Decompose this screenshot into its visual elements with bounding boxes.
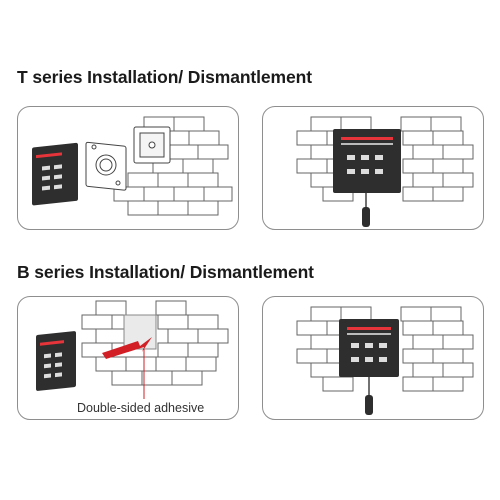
wall-switch-panel-icon [339, 319, 399, 377]
t-series-heading: T series Installation/ Dismantlement [17, 67, 312, 87]
arrow-icon [102, 337, 152, 359]
screwdriver-icon [365, 377, 373, 415]
t-series-installation-panel [17, 106, 239, 230]
brick-wall-icon [296, 306, 474, 415]
double-sided-adhesive-label: Double-sided adhesive [77, 401, 205, 415]
t-series-dismantlement-panel [262, 106, 484, 230]
b-series-dismantlement-panel [262, 296, 484, 420]
brick-wall-icon [32, 116, 233, 216]
mounting-box-icon [133, 126, 171, 164]
wall-switch-panel-icon [333, 129, 401, 193]
wall-switch-panel-icon [32, 142, 78, 206]
b-series-heading: B series Installation/ Dismantlement [17, 262, 314, 282]
b-series-installation-panel: Double-sided adhesive [17, 296, 239, 420]
screwdriver-icon [362, 193, 370, 227]
adhesive-pad-icon [123, 314, 157, 350]
wall-switch-panel-icon [36, 331, 76, 391]
brick-wall-icon [296, 116, 474, 227]
brick-wall-icon [36, 300, 229, 399]
